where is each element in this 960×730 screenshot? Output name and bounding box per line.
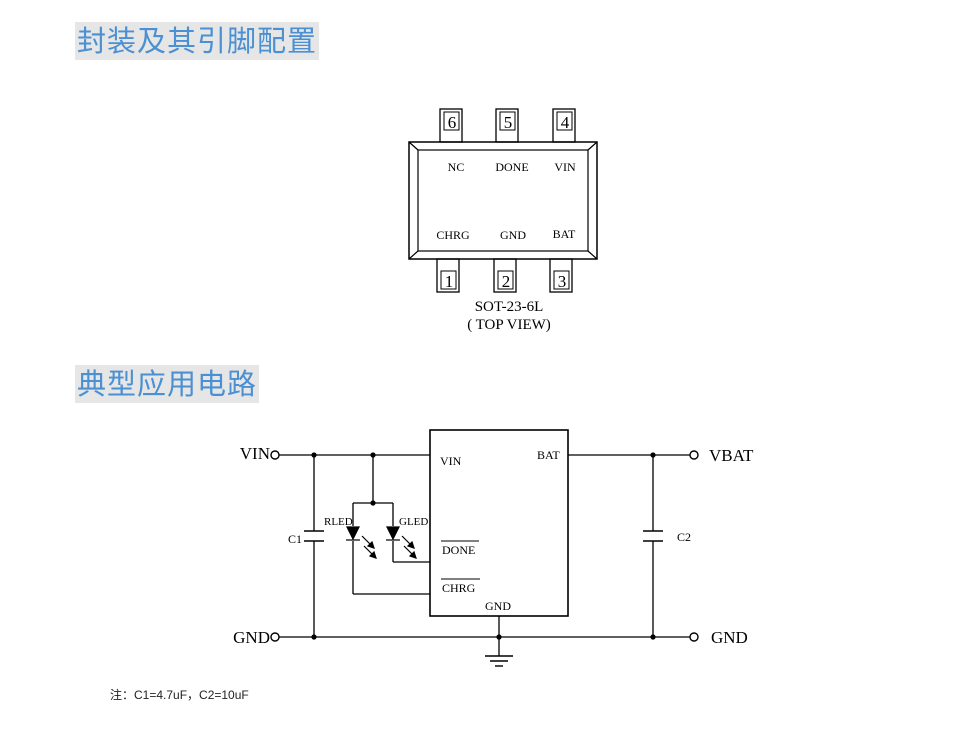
c1-capacitor bbox=[304, 530, 324, 542]
ic-pin-chrg: CHRG bbox=[442, 581, 476, 595]
pin-6-number: 6 bbox=[448, 113, 457, 132]
pin-1-lead bbox=[436, 258, 460, 293]
capacitor-value-note: 注：C1=4.7uF，C2=10uF bbox=[110, 688, 249, 702]
vin-terminal bbox=[270, 450, 280, 460]
rled-diode bbox=[346, 526, 377, 559]
gnd-terminal-left bbox=[270, 632, 280, 642]
pin-5-number: 5 bbox=[504, 113, 513, 132]
gled-label: GLED bbox=[399, 516, 428, 528]
c2-label: C2 bbox=[677, 530, 691, 544]
pin-3-lead bbox=[549, 258, 573, 293]
gled-diode bbox=[386, 526, 417, 559]
charger-ic-body bbox=[429, 429, 569, 617]
rled-label: RLED bbox=[324, 516, 353, 528]
pin-4-name: VIN bbox=[554, 160, 576, 174]
vbat-label: VBAT bbox=[709, 446, 754, 465]
ic-pin-gnd: GND bbox=[485, 599, 511, 613]
pin-4-number: 4 bbox=[561, 113, 570, 132]
pin-4-lead bbox=[552, 108, 576, 143]
package-diagram bbox=[408, 108, 598, 293]
pin-2-name: GND bbox=[500, 228, 526, 242]
vbat-terminal bbox=[689, 450, 699, 460]
gnd-label-right: GND bbox=[711, 628, 748, 647]
ic-pin-vin: VIN bbox=[440, 454, 462, 468]
pin-2-lead bbox=[493, 258, 517, 293]
pin-6-name: NC bbox=[448, 160, 465, 174]
pin-1-number: 1 bbox=[445, 272, 454, 291]
pin-1-name: CHRG bbox=[436, 228, 470, 242]
vin-label: VIN bbox=[240, 444, 270, 463]
pin-2-number: 2 bbox=[502, 272, 511, 291]
pin-3-name: BAT bbox=[553, 227, 576, 241]
ic-pin-bat: BAT bbox=[537, 448, 560, 462]
package-view-label: ( TOP VIEW) bbox=[467, 317, 551, 333]
section-title-package: 封装及其引脚配置 bbox=[75, 22, 320, 60]
circuit-wires bbox=[279, 454, 690, 656]
gnd-terminal-right bbox=[689, 632, 699, 642]
package-body-inner bbox=[417, 149, 589, 252]
gnd-label-left: GND bbox=[233, 628, 270, 647]
junction-dots bbox=[311, 452, 656, 640]
section-title-typical-circuit: 典型应用电路 bbox=[75, 365, 260, 403]
c2-capacitor bbox=[643, 530, 663, 542]
ic-pin-done: DONE bbox=[442, 543, 475, 557]
pin-5-lead bbox=[495, 108, 519, 143]
package-name: SOT-23-6L bbox=[475, 299, 544, 315]
pin-5-name: DONE bbox=[495, 160, 528, 174]
c1-label: C1 bbox=[288, 532, 302, 546]
pin-3-number: 3 bbox=[558, 272, 567, 291]
ground-icon bbox=[485, 655, 513, 667]
pin-6-lead bbox=[439, 108, 463, 143]
